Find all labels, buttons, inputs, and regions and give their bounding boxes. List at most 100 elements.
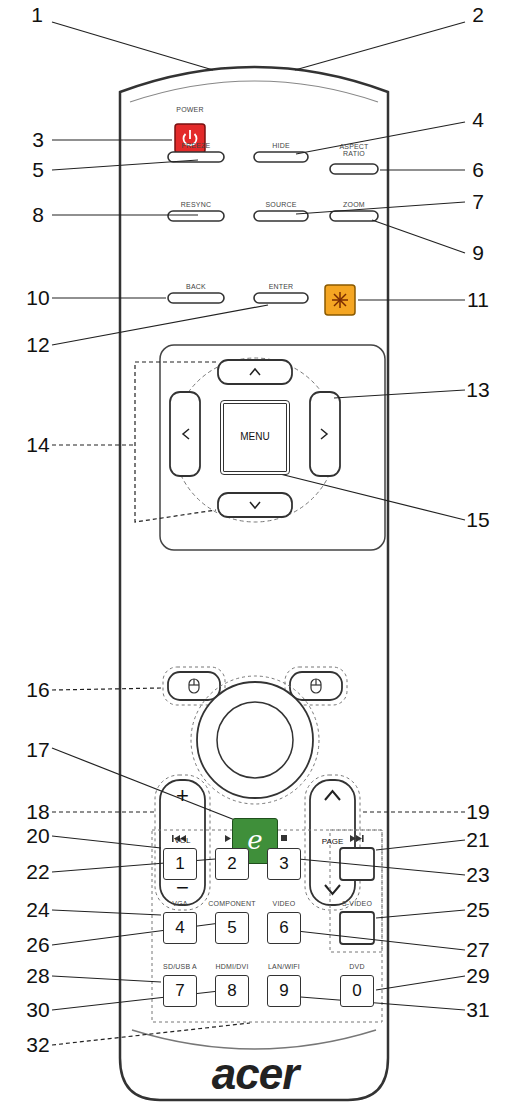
number-key: 2 — [215, 848, 249, 880]
pill-buttons — [168, 152, 378, 303]
callout-number: 17 — [26, 739, 49, 761]
number-key: 5 — [215, 912, 249, 944]
rocker-button — [310, 780, 355, 905]
number-key: 1 — [163, 848, 197, 880]
button-caption: POWER — [176, 106, 203, 113]
callout-number: 10 — [26, 287, 49, 309]
callout-number: 21 — [466, 829, 489, 851]
button-caption: SOURCE — [265, 201, 296, 208]
button-text: 2 — [227, 855, 236, 873]
button-text: PAGE — [322, 838, 344, 846]
button-caption: VGA — [172, 900, 187, 907]
volume-button: +VOL− — [160, 780, 205, 905]
mouse-pad — [197, 682, 313, 798]
dashed-leaders — [52, 362, 465, 1045]
button-caption: LAN/WIFI — [268, 963, 300, 970]
callout-number: 28 — [26, 965, 49, 987]
callout-number: 3 — [32, 129, 44, 151]
number-key: 4 — [163, 912, 197, 944]
callout-number: 25 — [466, 899, 489, 921]
callout-number: 13 — [466, 379, 489, 401]
callout-number: 29 — [466, 965, 489, 987]
group-outline — [191, 676, 319, 804]
mouse-button — [290, 672, 342, 700]
button-text: e — [247, 827, 262, 854]
group-outline — [152, 830, 382, 1022]
button-text: 9 — [279, 982, 288, 1000]
callout-number: 12 — [26, 334, 49, 356]
arrow-buttons — [170, 360, 340, 517]
button-text: 0 — [352, 982, 361, 1000]
button-caption: S-VIDEO — [342, 900, 372, 907]
callout-number: 26 — [26, 934, 49, 956]
callout-number: 14 — [26, 434, 49, 456]
number-key: 0 — [340, 975, 374, 1007]
callout-number: 5 — [32, 159, 44, 181]
body-edge — [130, 81, 378, 102]
button-text: VOL — [174, 837, 190, 845]
callout-number: 23 — [466, 864, 489, 886]
callout-number: 1 — [31, 4, 43, 26]
laser-button — [325, 285, 355, 315]
callout-number: 24 — [26, 899, 49, 921]
button-caption: FREEZE — [182, 142, 211, 149]
group-outline — [155, 775, 360, 910]
number-key: 9 — [267, 975, 301, 1007]
button-text: MENU — [240, 432, 269, 443]
callout-number: 4 — [472, 109, 484, 131]
callout-number: 15 — [466, 509, 489, 531]
callout-number: 16 — [26, 679, 49, 701]
number-key: 7 — [163, 975, 197, 1007]
button-caption: DVD — [349, 963, 364, 970]
rocker-button — [160, 780, 205, 905]
button-caption: ZOOM — [343, 201, 365, 208]
button-caption: RESYNC — [181, 201, 211, 208]
blank-key — [340, 848, 374, 944]
callout-number: 31 — [466, 999, 489, 1021]
body-edge — [132, 1030, 376, 1049]
laser-icon — [332, 292, 348, 308]
button-text: 7 — [175, 982, 184, 1000]
mouse-button — [168, 672, 220, 700]
leader-lines — [52, 22, 465, 1010]
callout-number: 9 — [472, 242, 484, 264]
number-key: 8 — [215, 975, 249, 1007]
button-caption: SD/USB A — [163, 963, 197, 970]
callout-number: 30 — [26, 999, 49, 1021]
button-text: 5 — [227, 919, 236, 937]
button-text: 1 — [175, 855, 184, 873]
callout-number: 7 — [472, 191, 484, 213]
button-caption: HIDE — [272, 142, 290, 149]
callout-number: 11 — [467, 289, 489, 311]
button-caption: HDMI/DVI — [215, 963, 248, 970]
callout-number: 27 — [466, 939, 489, 961]
button-caption: COMPONENT — [208, 900, 255, 907]
callout-number: 20 — [26, 825, 49, 847]
button-text: + — [176, 784, 189, 807]
nav-panel — [160, 345, 385, 550]
remote-body — [120, 67, 388, 1100]
brand-logo: acer — [212, 1051, 299, 1097]
callout-number: 2 — [472, 4, 484, 26]
button-text: 8 — [227, 982, 236, 1000]
callout-number: 6 — [472, 159, 484, 181]
button-text: 4 — [175, 919, 184, 937]
callout-number: 32 — [26, 1034, 49, 1056]
mouse-pad — [217, 702, 293, 778]
number-key: 6 — [267, 912, 301, 944]
arrow-glyphs — [183, 369, 327, 508]
button-caption: ENTER — [269, 283, 294, 290]
button-text: 3 — [279, 855, 288, 873]
button-caption: BACK — [186, 283, 206, 290]
button-caption: VIDEO — [273, 900, 296, 907]
menu-button: MENU — [220, 400, 290, 475]
callout-number: 18 — [26, 801, 49, 823]
callout-number: 19 — [466, 801, 489, 823]
callout-number: 22 — [26, 861, 49, 883]
number-key: 3 — [267, 848, 301, 880]
button-caption: ASPECT RATIO — [337, 143, 371, 158]
callout-number: 8 — [32, 204, 44, 226]
page-button: PAGE — [310, 780, 355, 905]
button-text: 6 — [279, 919, 288, 937]
